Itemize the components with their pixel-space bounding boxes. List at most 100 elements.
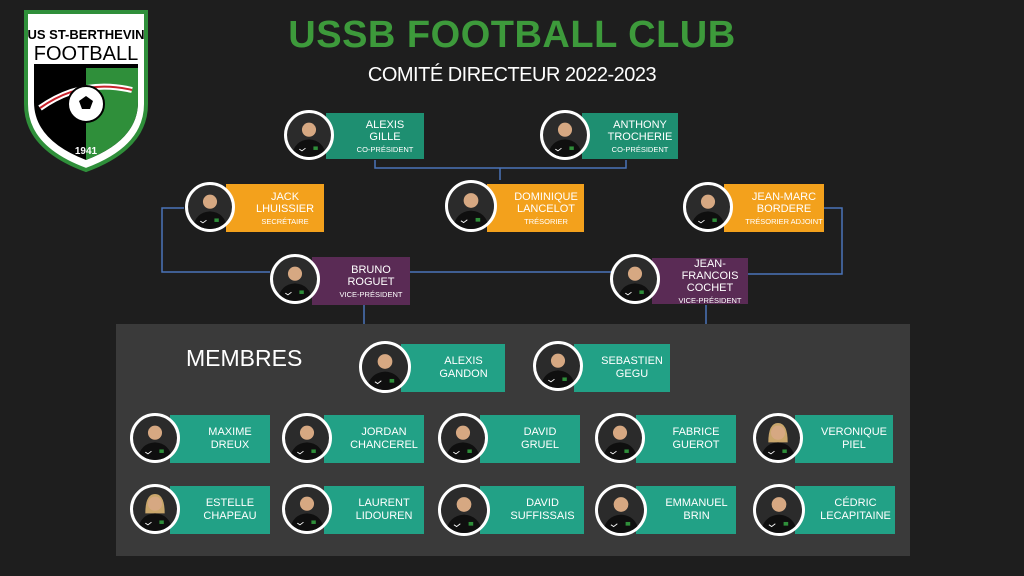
- last-name: CHAPEAU: [203, 510, 257, 522]
- last-name: ROGUET: [347, 275, 395, 288]
- last-name: SUFFISSAIS: [510, 510, 575, 522]
- logo-mid-text: FOOTBALL: [34, 43, 138, 65]
- person-photo: [284, 110, 334, 160]
- last-name: BORDERE: [756, 202, 812, 215]
- members-title: MEMBRES: [186, 345, 303, 371]
- person-photo-icon: [362, 344, 408, 390]
- first-name: DAVID: [523, 426, 557, 438]
- logo-year: 1941: [75, 146, 98, 157]
- last-name: CHANCEREL: [350, 439, 418, 451]
- person-photo: [610, 254, 660, 304]
- first-name: DOMINIQUE: [514, 190, 578, 203]
- role-label: CO-PRÉSIDENT: [356, 144, 414, 154]
- first-name: VERONIQUE: [820, 426, 887, 438]
- person-photo: [683, 182, 733, 232]
- person-photo: [130, 413, 180, 463]
- last-name: GUEROT: [672, 439, 720, 451]
- person-photo-icon: [441, 487, 487, 533]
- person-photo-icon: [285, 487, 329, 531]
- page-subtitle: COMITÉ DIRECTEUR 2022-2023: [367, 64, 657, 86]
- person-photo: [533, 341, 583, 391]
- first-name: DAVID: [526, 497, 559, 509]
- club-logo: US ST-BERTHEVIN FOOTBALL 1941: [24, 10, 148, 173]
- first-name: JEAN-FRANCOIS: [681, 257, 739, 282]
- person-photo-icon: [188, 185, 232, 229]
- first-name: ALEXIS: [365, 118, 405, 131]
- person-photo-icon: [686, 185, 730, 229]
- person-photo-icon: [448, 183, 494, 229]
- person-photo: [438, 413, 488, 463]
- person-photo-icon: [756, 487, 802, 533]
- logo-top-text: US ST-BERTHEVIN: [27, 27, 144, 42]
- first-name: ANTHONY: [613, 118, 667, 131]
- person-photo-icon: [756, 416, 800, 460]
- first-name: SEBASTIEN: [601, 355, 663, 367]
- person-photo-icon: [441, 416, 485, 460]
- last-name: GANDON: [439, 368, 488, 380]
- person-photo: [595, 484, 647, 536]
- person-photo: [438, 484, 490, 536]
- first-name: FABRICE: [672, 426, 720, 438]
- person-photo: [540, 110, 590, 160]
- first-name: JORDAN: [361, 426, 407, 438]
- person-photo: [282, 413, 332, 463]
- role-label: TRÉSORIER ADJOINT: [745, 216, 823, 226]
- role-label: CO-PRÉSIDENT: [611, 144, 669, 154]
- first-name: JACK: [270, 190, 300, 203]
- last-name: LIDOUREN: [355, 510, 413, 522]
- person-photo-icon: [133, 487, 177, 531]
- person-photo: [445, 180, 497, 232]
- person-photo-icon: [598, 487, 644, 533]
- first-name: LAURENT: [358, 497, 410, 509]
- person-photo: [359, 341, 411, 393]
- first-name: ESTELLE: [205, 497, 255, 509]
- person-photo: [270, 254, 320, 304]
- role-label: VICE-PRÉSIDENT: [678, 295, 742, 305]
- person-photo: [282, 484, 332, 534]
- person-photo: [130, 484, 180, 534]
- first-name: MAXIME: [208, 426, 252, 438]
- first-name: ALEXIS: [444, 355, 483, 367]
- last-name: DREUX: [210, 439, 250, 451]
- last-name: LANCELOT: [516, 202, 576, 215]
- last-name: TROCHERIE: [607, 130, 673, 143]
- person-photo: [595, 413, 645, 463]
- first-name: CÉDRIC: [834, 497, 877, 509]
- role-label: TRÉSORIER: [524, 216, 568, 226]
- role-label: VICE-PRÉSIDENT: [339, 289, 403, 299]
- last-name: GEGU: [615, 368, 649, 380]
- page-title: USSB FOOTBALL CLUB: [288, 14, 736, 56]
- person-photo-icon: [536, 344, 580, 388]
- last-name: GILLE: [369, 130, 401, 143]
- last-name: PIEL: [842, 439, 866, 451]
- person-photo-icon: [598, 416, 642, 460]
- person-photo-icon: [285, 416, 329, 460]
- last-name: BRIN: [683, 510, 710, 522]
- first-name: BRUNO: [351, 263, 391, 276]
- first-name: EMMANUEL: [665, 497, 728, 509]
- role-label: SECRÉTAIRE: [261, 216, 309, 226]
- first-name: JEAN-MARC: [751, 190, 817, 203]
- last-name: LECAPITAINE: [820, 510, 891, 522]
- person-photo: [753, 413, 803, 463]
- last-name: COCHET: [686, 281, 734, 294]
